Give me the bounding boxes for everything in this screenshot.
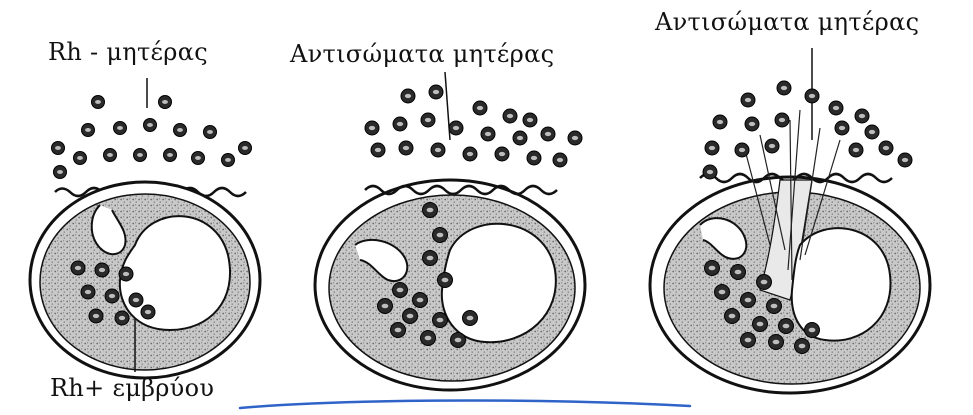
maternal-rbc-highlight: [517, 136, 523, 140]
fetal-rbc-highlight: [467, 316, 474, 321]
fetal-rbc-highlight: [397, 288, 404, 293]
fetal-rbc-highlight: [382, 304, 389, 309]
fetal-rbc-highlight: [99, 268, 105, 272]
maternal-rbc-highlight: [403, 146, 409, 150]
maternal-rbc-highlight: [117, 126, 123, 130]
fetal-rbc-highlight: [119, 316, 125, 320]
maternal-rbc-highlight: [859, 114, 865, 118]
maternal-rbc-highlight: [162, 100, 168, 104]
maternal-rbc-highlight: [779, 118, 785, 122]
maternal-rbc-highlight: [709, 146, 715, 150]
fetal-rbc-highlight: [123, 272, 129, 276]
stage-2-illustration: [315, 72, 585, 390]
pen-underline-stroke: [240, 400, 690, 408]
maternal-rbc-highlight: [477, 106, 483, 110]
fetal-rbc-highlight: [427, 208, 434, 213]
maternal-rbc-highlight: [707, 170, 713, 174]
maternal-rbc-highlight: [225, 158, 231, 162]
maternal-cells-stage-2: [365, 85, 582, 167]
fetal-rbc-highlight: [145, 310, 151, 314]
maternal-rbc-highlight: [405, 94, 411, 98]
maternal-rbc-highlight: [749, 122, 755, 126]
fetal-rbc-highlight: [799, 344, 806, 349]
fetal-rbc-highlight: [745, 338, 752, 343]
fetal-rbc-highlight: [761, 280, 768, 285]
fetal-rbc-highlight: [109, 294, 115, 298]
maternal-rbc-highlight: [869, 130, 875, 134]
maternal-rbc-highlight: [883, 146, 889, 150]
fetal-rbc-highlight: [809, 328, 816, 333]
maternal-cells-stage-3: [703, 81, 912, 179]
maternal-rbc-highlight: [147, 123, 153, 127]
maternal-rbc-highlight: [57, 170, 63, 174]
fetal-rbc-highlight: [735, 270, 742, 275]
fetal-rbc-highlight: [745, 298, 752, 303]
maternal-rbc-highlight: [531, 156, 537, 160]
fetal-rbc-highlight: [729, 314, 736, 319]
maternal-rbc-highlight: [833, 106, 839, 110]
maternal-rbc-highlight: [375, 148, 381, 152]
maternal-rbc-highlight: [167, 153, 173, 157]
fetal-rbc-highlight: [425, 336, 432, 341]
fetal-rbc-highlight: [427, 256, 434, 261]
fetal-rbc-highlight: [442, 278, 449, 283]
maternal-rbc-highlight: [55, 146, 61, 150]
maternal-rbc-highlight: [397, 122, 403, 126]
fetal-rbc-highlight: [455, 338, 462, 343]
maternal-rbc-highlight: [435, 148, 441, 152]
fetal-rbc-highlight: [437, 233, 444, 238]
maternal-rbc-highlight: [739, 148, 745, 152]
maternal-rbc-highlight: [745, 98, 751, 102]
fetal-rbc-highlight: [757, 322, 764, 327]
maternal-rbc-highlight: [572, 136, 578, 140]
maternal-rbc-highlight: [499, 152, 505, 156]
maternal-rbc-highlight: [195, 156, 201, 160]
maternal-rbc-highlight: [95, 100, 101, 104]
maternal-rbc-highlight: [545, 132, 551, 136]
fetal-rbc-highlight: [395, 328, 402, 333]
fetal-rbc-highlight: [93, 314, 99, 318]
maternal-rbc-highlight: [425, 118, 431, 122]
maternal-rbc-highlight: [485, 132, 491, 136]
amniotic-cavity: [792, 228, 891, 341]
maternal-rbc-highlight: [507, 114, 513, 118]
maternal-rbc-highlight: [467, 152, 473, 156]
fetal-rbc-highlight: [709, 266, 716, 271]
maternal-rbc-highlight: [781, 86, 787, 90]
maternal-rbc-highlight: [137, 153, 143, 157]
maternal-rbc-highlight: [77, 156, 83, 160]
fetal-rbc-highlight: [773, 340, 780, 345]
maternal-cells-stage-1: [52, 96, 252, 179]
fetal-rbc-highlight: [417, 298, 424, 303]
maternal-rbc-highlight: [769, 144, 775, 148]
maternal-rbc-highlight: [177, 128, 183, 132]
maternal-rbc-highlight: [809, 94, 815, 98]
fetal-rbc-highlight: [783, 324, 790, 329]
maternal-rbc-highlight: [527, 118, 533, 122]
maternal-rbc-highlight: [453, 126, 459, 130]
maternal-rbc-highlight: [853, 148, 859, 152]
maternal-rbc-highlight: [717, 120, 723, 124]
maternal-rbc-highlight: [107, 153, 113, 157]
fetal-rbc-highlight: [133, 298, 139, 302]
fetal-rbc-highlight: [85, 290, 91, 294]
maternal-rbc-highlight: [207, 130, 213, 134]
maternal-rbc-highlight: [557, 158, 563, 162]
fetal-rbc-highlight: [437, 318, 444, 323]
fetal-rbc-highlight: [75, 266, 81, 270]
stage-1-illustration: [30, 78, 260, 378]
maternal-rbc-highlight: [902, 158, 908, 162]
fetal-rbc-highlight: [771, 304, 778, 309]
fetal-rbc-highlight: [407, 314, 414, 319]
maternal-rbc-highlight: [839, 126, 845, 130]
maternal-rbc-highlight: [85, 128, 91, 132]
fetal-rbc-highlight: [719, 290, 726, 295]
maternal-rbc-highlight: [369, 126, 375, 130]
stage-3-illustration: [650, 48, 930, 393]
maternal-rbc-highlight: [433, 90, 439, 94]
maternal-rbc-highlight: [242, 146, 248, 150]
